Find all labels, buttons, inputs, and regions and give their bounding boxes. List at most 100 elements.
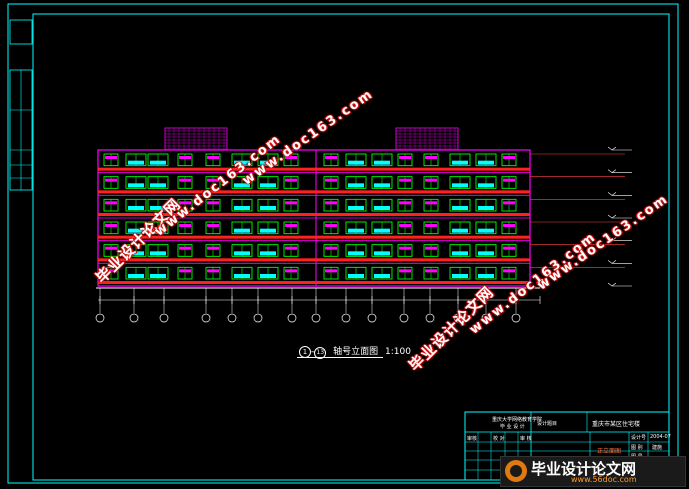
level-symbol: [607, 214, 617, 219]
balcony-glass: [348, 251, 364, 256]
balcony-glass: [348, 228, 364, 233]
tb-row1-d: 审 核: [520, 436, 532, 442]
axis-circle: [453, 313, 463, 323]
tb-sheet-title: 正立面图: [597, 448, 622, 455]
tb-school-line1: 重庆大学网络教育学院: [492, 417, 543, 423]
level-markers: [607, 146, 632, 287]
tb-right-value-2: 建施: [652, 445, 663, 451]
window-head: [105, 246, 117, 250]
binding-strip-top: [9, 19, 33, 45]
balcony-glass: [234, 183, 250, 188]
window-head: [179, 224, 191, 227]
level-symbol: [607, 169, 617, 174]
axis-circle: [201, 313, 211, 323]
window-head: [399, 224, 411, 227]
floor-slab: [98, 235, 530, 239]
level-symbol: [607, 146, 617, 151]
axis-markers: [95, 288, 521, 323]
balcony-glass: [128, 274, 144, 278]
balcony-glass: [374, 206, 390, 210]
balcony-glass: [374, 274, 390, 278]
window-head: [105, 224, 117, 227]
balcony-glass: [374, 183, 390, 188]
axis-circle: [481, 313, 491, 323]
window-head: [285, 156, 297, 159]
floor-slab: [98, 190, 530, 194]
balcony-glass: [348, 206, 364, 210]
window-head: [285, 269, 297, 273]
level-symbol: [607, 260, 617, 264]
tb-right-label-2: 图 别: [631, 445, 643, 451]
window-head: [503, 269, 515, 273]
window-head: [285, 246, 297, 250]
balcony-glass: [452, 160, 468, 165]
balcony-glass: [234, 160, 250, 165]
balcony-glass: [234, 228, 250, 233]
balcony-glass: [452, 251, 468, 256]
axis-circle: [227, 313, 237, 323]
level-symbol: [607, 192, 617, 196]
axis-circle: [425, 313, 435, 323]
window-head: [179, 246, 191, 250]
outer-frame: [7, 3, 679, 484]
balcony-glass: [478, 251, 494, 256]
balcony-glass: [150, 251, 166, 256]
window-head: [207, 246, 219, 250]
floor-slab: [98, 213, 530, 216]
window-head: [207, 201, 219, 205]
window-head: [105, 201, 117, 205]
balcony-glass: [478, 183, 494, 188]
balcony-glass: [452, 183, 468, 188]
axis-circle: [311, 313, 321, 323]
window-head: [179, 201, 191, 205]
window-head: [179, 178, 191, 182]
balcony-glass: [478, 206, 494, 210]
window-head: [285, 178, 297, 182]
window-head: [285, 201, 297, 205]
balcony-glass: [478, 228, 494, 233]
balcony-glass: [348, 160, 364, 165]
window-head: [105, 156, 117, 159]
balcony-glass: [128, 183, 144, 188]
window-head: [503, 156, 515, 159]
window-head: [325, 224, 337, 227]
window-head: [399, 201, 411, 205]
balcony-glass: [452, 206, 468, 210]
window-head: [207, 178, 219, 182]
window-head: [285, 224, 297, 227]
balcony-glass: [374, 251, 390, 256]
balcony-glass: [128, 251, 144, 256]
balcony-glass: [452, 228, 468, 233]
balcony-glass: [150, 183, 166, 188]
window-head: [425, 201, 437, 205]
window-head: [503, 178, 515, 182]
balcony-glass: [260, 206, 276, 210]
balcony-glass: [260, 251, 276, 256]
tb-right-label-1: 设计号: [631, 435, 647, 441]
axis-circle: [399, 313, 409, 323]
tb-right-value-1: 2004-07: [650, 434, 671, 440]
building-elevation: [97, 127, 625, 287]
tb-row1-a: 审核: [467, 436, 478, 442]
caption-title: 轴号立面图: [333, 347, 379, 357]
window-head: [325, 156, 337, 159]
tb-school-line2: 毕 业 设 计: [500, 424, 525, 430]
brand-title: 毕业设计论文网: [531, 460, 637, 478]
balcony-glass: [478, 160, 494, 165]
balcony-glass: [260, 183, 276, 188]
window-head: [425, 224, 437, 227]
balcony-glass: [128, 206, 144, 210]
inner-frame: [32, 13, 670, 481]
window-head: [399, 178, 411, 182]
caption-dash: -: [311, 347, 315, 357]
brand-badge[interactable]: 毕业设计论文网 www.56doc.com: [500, 456, 686, 487]
floor-slab: [98, 258, 530, 262]
axis-circle: [367, 313, 377, 323]
balcony-glass: [234, 274, 250, 278]
window-head: [325, 269, 337, 273]
window-head: [425, 156, 437, 159]
window-head: [503, 201, 515, 205]
window-head: [325, 246, 337, 250]
window-head: [105, 178, 117, 182]
